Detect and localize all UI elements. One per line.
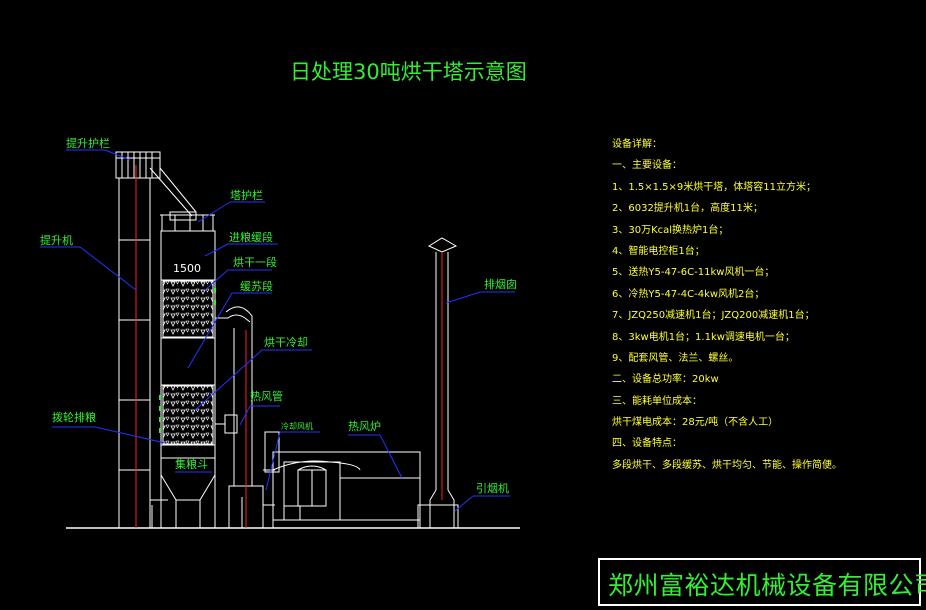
spec-line: 烘干煤电成本：28元/吨（不含人工） bbox=[612, 417, 779, 429]
equipment-spec-list: 设备详解： 一、主要设备： 1、1.5×1.5×9米烘干塔，体塔容11立方米； … bbox=[612, 134, 842, 476]
label-chimney: 排烟囱 bbox=[484, 277, 517, 291]
dimension-label: 1500 bbox=[173, 262, 201, 275]
bucket-elevator bbox=[115, 151, 197, 528]
label-rotary-discharge: 拨轮排粮 bbox=[52, 410, 96, 424]
spec-line: 设备详解： bbox=[612, 139, 662, 150]
label-dry-section-1: 烘干一段 bbox=[233, 255, 277, 269]
spec-line: 一、主要设备： bbox=[612, 160, 682, 172]
leader-lines bbox=[40, 149, 515, 512]
chimney bbox=[417, 237, 459, 529]
label-elevator-guard: 提升护栏 bbox=[66, 136, 110, 150]
spec-line: 3、30万Kcal换热炉1台； bbox=[612, 224, 729, 236]
spec-line: 8、3kw电机1台；1.1kw调速电机一台； bbox=[612, 331, 795, 343]
spec-line: 9、配套风管、法兰、螺丝。 bbox=[612, 352, 739, 364]
spec-line: 6、冷热Y5-47-4C-4kw风机2台； bbox=[612, 288, 765, 300]
tower-side-markers bbox=[159, 288, 216, 433]
spec-line: 5、送热Y5-47-6C-11kw风机一台； bbox=[612, 267, 775, 279]
spec-line: 7、JZQ250减速机1台；JZQ200减速机1台； bbox=[612, 310, 815, 322]
spec-line: 4、智能电控柜1台； bbox=[612, 245, 705, 257]
label-feed-section: 进粮缓段 bbox=[229, 230, 273, 244]
drying-tower bbox=[160, 214, 238, 528]
spec-line: 二、设备总功率：20kw bbox=[612, 374, 719, 386]
drawing-title: 日处理30吨烘干塔示意图 bbox=[290, 60, 527, 84]
label-tower-guard: 塔护栏 bbox=[230, 188, 263, 202]
company-title-block: 郑州富裕达机械设备有限公司 bbox=[598, 558, 926, 606]
spec-line: 四、设备特点： bbox=[612, 438, 682, 450]
label-dry-cooling: 烘干冷却 bbox=[264, 335, 308, 349]
label-grain-hopper: 集粮斗 bbox=[175, 457, 208, 471]
spec-line: 1、1.5×1.5×9米烘干塔，体塔容11立方米； bbox=[612, 181, 817, 193]
hot-air-furnace bbox=[272, 451, 421, 529]
label-elevator: 提升机 bbox=[40, 233, 73, 247]
label-cooling-fan: 冷却风机 bbox=[281, 421, 313, 431]
spec-line: 2、6032提升机1台，高度11米； bbox=[612, 203, 763, 215]
label-induced-fan: 引烟机 bbox=[476, 481, 509, 495]
label-hot-air-furnace: 热风炉 bbox=[348, 420, 381, 433]
spec-line: 三、能耗单位成本： bbox=[612, 395, 702, 407]
label-tempering-section: 缓苏段 bbox=[240, 279, 273, 293]
spec-line: 多段烘干、多段缓苏、烘干均匀、节能、操作简便。 bbox=[612, 459, 842, 471]
label-hot-air-pipe: 热风管 bbox=[250, 389, 283, 403]
company-name: 郑州富裕达机械设备有限公司 bbox=[608, 571, 926, 600]
